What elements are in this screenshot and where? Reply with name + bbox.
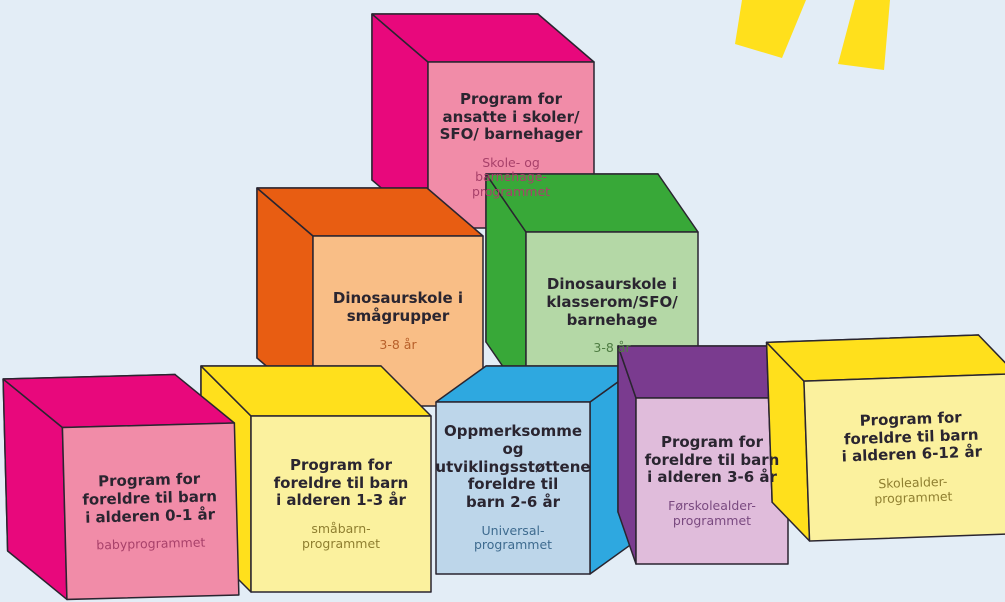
cube-front-face — [61, 422, 240, 601]
cube-title: Program for ansatte i skoler/ SFO/ barne… — [439, 89, 583, 144]
cube-dino-small — [256, 187, 484, 407]
cube-top-face — [765, 334, 1005, 382]
cube-label-schoolage: Program for foreldre til barn i alderen … — [803, 374, 1005, 541]
cube-universal — [435, 365, 641, 575]
cube-subtitle: Skole- og barnehage- programmet — [471, 154, 551, 199]
cube-subtitle: Skolealder- programmet — [874, 473, 953, 506]
cube-front-face — [250, 415, 432, 593]
cube-title: Dinosaurskole i klasserom/SFO/ barnehage — [546, 275, 678, 329]
cube-label-staff: Program for ansatte i skoler/ SFO/ barne… — [428, 62, 594, 228]
cube-title: Oppmerksomme og utviklingsstøttene forel… — [435, 422, 591, 512]
cube-label-dino-small: Dinosaurskole i smågrupper 3-8 år — [313, 236, 483, 406]
cube-subtitle: Universal- programmet — [473, 522, 553, 553]
cube-title: Program for foreldre til barn i alderen … — [273, 456, 409, 510]
cube-front-face — [635, 397, 789, 565]
cube-label-toddler: Program for foreldre til barn i alderen … — [251, 416, 431, 592]
cube-subtitle: babyprogrammet — [96, 534, 206, 553]
sun-rays-icon — [735, 0, 890, 70]
cube-label-baby: Program for foreldre til barn i alderen … — [62, 424, 238, 600]
cube-front-face — [435, 401, 591, 575]
cube-dino-class — [485, 173, 699, 401]
cube-subtitle: 3-8 år — [379, 336, 417, 352]
cube-schoolage — [765, 334, 1005, 542]
cube-title: Dinosaurskole i smågrupper — [332, 289, 464, 325]
cube-subtitle: Førskolealder- programmet — [668, 498, 756, 528]
cube-label-universal: Oppmerksomme og utviklingsstøttene forel… — [435, 402, 591, 574]
cube-label-preschool: Program for foreldre til barn i alderen … — [636, 398, 788, 564]
cube-subtitle: 3-8 år — [593, 340, 631, 356]
cube-baby — [2, 373, 240, 601]
cube-preschool — [617, 345, 789, 565]
cube-label-dino-class: Dinosaurskole i klasserom/SFO/ barnehage… — [526, 232, 698, 400]
cube-title: Program for foreldre til barn i alderen … — [841, 408, 983, 466]
cube-title: Program for foreldre til barn i alderen … — [82, 469, 218, 527]
cube-title: Program for foreldre til barn i alderen … — [644, 433, 780, 487]
cube-subtitle: småbarn- programmet — [301, 521, 381, 551]
cube-front-face — [803, 372, 1005, 542]
